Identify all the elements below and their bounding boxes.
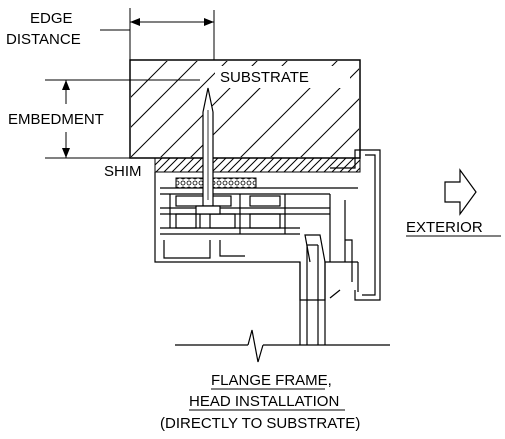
flange-frame-profile <box>154 149 381 301</box>
frame-leg <box>299 244 326 345</box>
exterior-label: EXTERIOR <box>406 219 483 236</box>
right-arrow-icon <box>444 168 477 216</box>
caption-line3: (DIRECTLY TO SUBSTRATE) <box>160 415 360 432</box>
break-line-icon <box>175 329 390 363</box>
shim-label: SHIM <box>104 163 142 180</box>
edge-distance-label-line2: DISTANCE <box>6 31 81 48</box>
substrate-block <box>129 59 361 159</box>
caption-line1: FLANGE FRAME, <box>211 372 332 389</box>
embedment-label: EMBEDMENT <box>8 111 104 128</box>
sealant-bead <box>175 177 257 189</box>
substrate-label: SUBSTRATE <box>220 69 309 86</box>
edge-distance-label-line1: EDGE <box>30 10 73 27</box>
embedment-dimension <box>45 79 200 159</box>
shim <box>154 157 361 173</box>
caption-line2: HEAD INSTALLATION <box>189 393 339 410</box>
screw-icon <box>195 87 221 215</box>
